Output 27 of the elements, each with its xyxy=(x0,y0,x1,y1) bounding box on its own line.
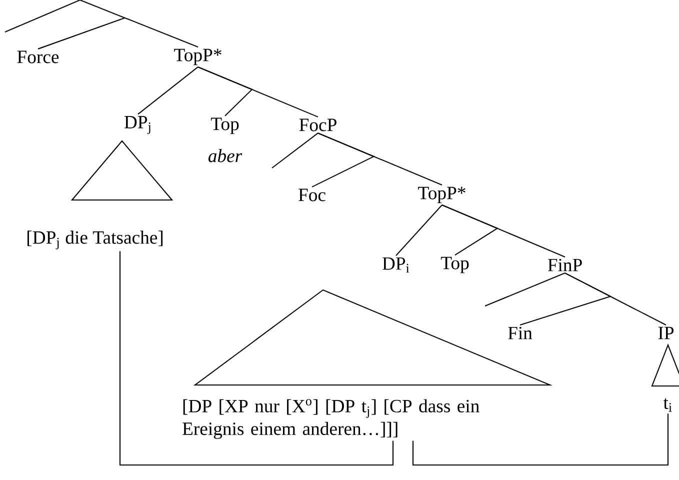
tree-branch xyxy=(564,272,666,326)
tree-branch xyxy=(272,132,318,168)
node-label: t$_{i}$ xyxy=(663,398,672,412)
tree-branch xyxy=(38,17,126,50)
tree-branch xyxy=(198,66,318,118)
node-label: FinP xyxy=(548,258,582,272)
node-label: FocP xyxy=(299,118,336,132)
movement-line xyxy=(119,251,394,466)
node-label: Top xyxy=(440,256,469,274)
node-label: Top aber xyxy=(208,118,242,162)
movement-line xyxy=(412,414,669,466)
node-label: IP xyxy=(658,326,674,340)
node-label: DP$_{j}$ xyxy=(124,116,150,134)
node-label: DP$_{i}$ xyxy=(382,257,410,273)
node-label: [DP [XP nur [X$^{o}$] [DP t$_{j}$] [CP dass ein Ereignis einem anderen…]]] xyxy=(182,399,480,439)
node-label: TopP* xyxy=(418,186,466,204)
node-label: Foc xyxy=(298,188,326,202)
tree-branch xyxy=(318,132,442,186)
node-label: Fin xyxy=(508,326,532,340)
node-label: [DP$_{j}$ die Tatsache] xyxy=(28,230,163,250)
tree-branch xyxy=(80,0,198,48)
tree-branch xyxy=(396,204,442,256)
tree-branch xyxy=(484,272,566,306)
tree-branch xyxy=(138,66,198,115)
node-label: Force xyxy=(17,50,59,64)
tree-branch xyxy=(442,204,566,258)
node-label: TopP* xyxy=(174,48,222,66)
